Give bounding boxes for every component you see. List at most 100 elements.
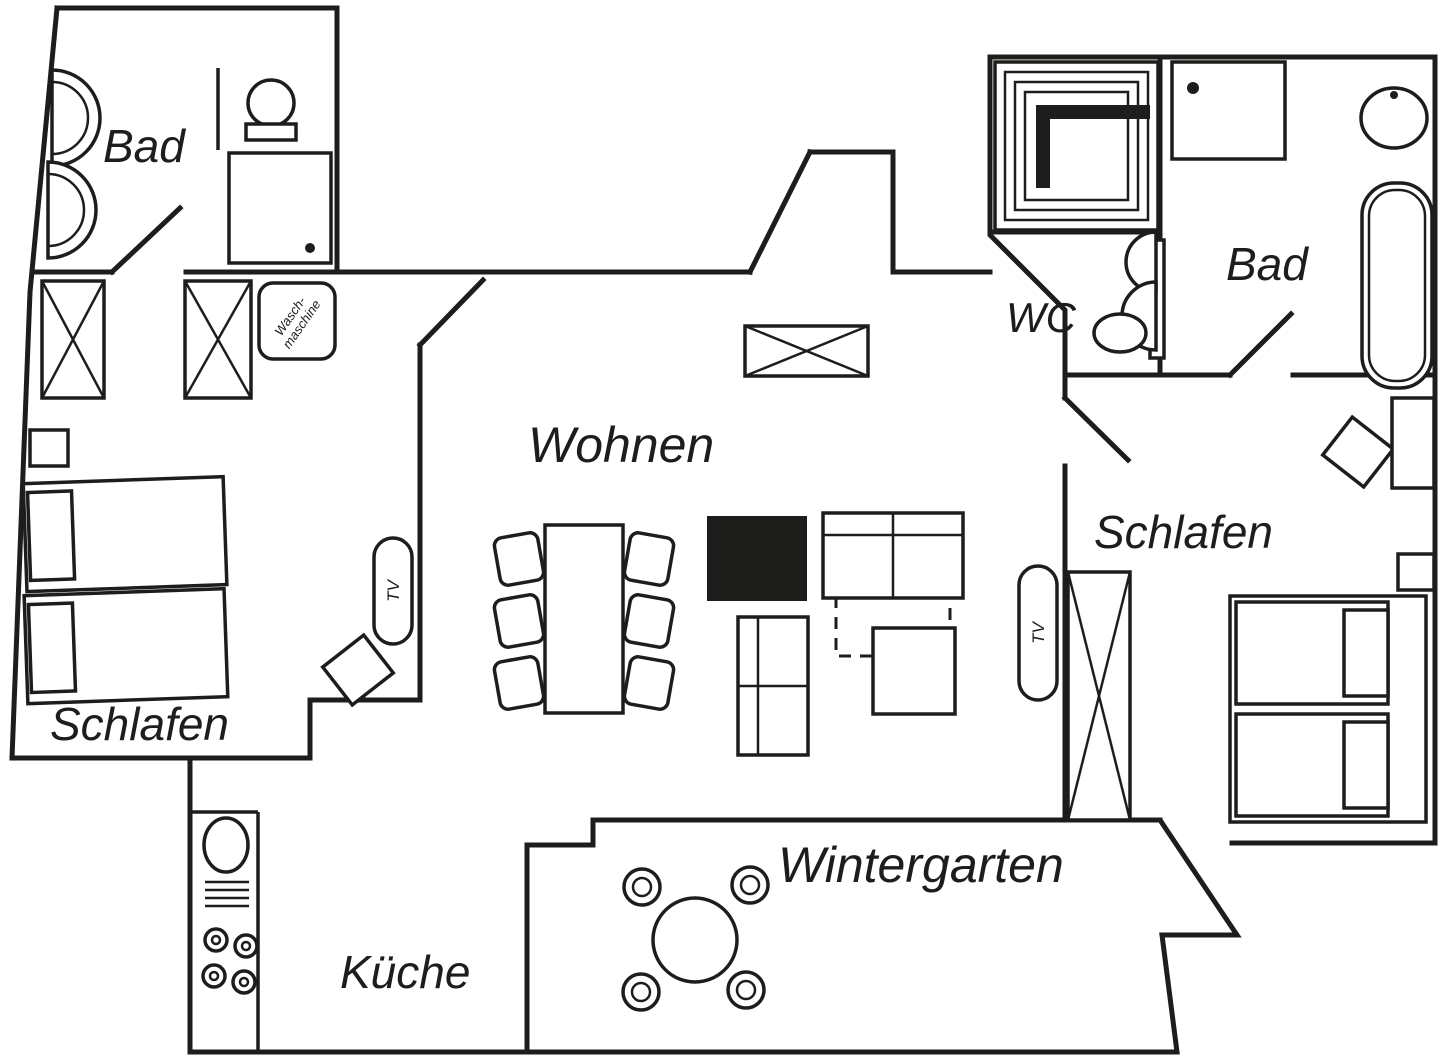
chair-right (1320, 414, 1396, 490)
room-label-wc: WC (1006, 294, 1077, 341)
dining-chair (622, 655, 676, 711)
wardrobes-left (40, 279, 253, 400)
dining-chair (492, 655, 546, 711)
bed-left (21, 474, 230, 706)
tv-right-label: TV (1029, 620, 1048, 643)
washing-machine: Wasch- maschine (257, 281, 337, 361)
round-chair-inner (630, 981, 652, 1003)
burner-inner (208, 970, 220, 982)
sauna-bench (1013, 80, 1140, 212)
bed-pillow (25, 489, 77, 583)
sauna-bench (1023, 90, 1130, 202)
shower-left (227, 151, 333, 265)
tv-right-body (1017, 564, 1059, 702)
round-chair (726, 970, 766, 1010)
bed-pillow (1342, 720, 1390, 810)
round-chair (730, 865, 770, 905)
wintergarten: Wintergarten (621, 837, 1064, 1012)
door-leaf-bedroom-right (1061, 394, 1132, 464)
bed-pillow (26, 601, 78, 695)
room-label-bad-left: Bad (103, 120, 186, 172)
bed-right (1228, 594, 1428, 824)
bedroom-left: TV Schlafen (21, 428, 414, 750)
dining-table (543, 523, 625, 715)
round-table (651, 896, 739, 984)
wc-room: WC (1006, 230, 1166, 360)
sofa-ottoman (871, 626, 957, 716)
wardrobe-x (183, 280, 253, 399)
sink-right-faucet (1390, 91, 1398, 99)
shower-right-tray (1170, 60, 1287, 161)
round-chair-inner (739, 874, 761, 896)
sauna-bench (1003, 70, 1150, 222)
room-label-bad-right: Bad (1226, 238, 1309, 290)
bathtub-left-bowl2 (46, 160, 98, 260)
bathtub-left-bowl-inner (51, 80, 90, 156)
kitchen-sink (202, 816, 250, 874)
door-leaf-bad-left (108, 204, 184, 276)
nightstand-left (28, 428, 70, 468)
sideboard (743, 324, 870, 378)
dining-chair (622, 593, 676, 649)
round-chair (622, 867, 662, 907)
tv-left: TV (372, 536, 414, 646)
bedroom-right: Schlafen (1066, 396, 1436, 824)
round-chair-inner (631, 876, 653, 898)
toilet-bowl (1092, 312, 1148, 354)
dining-set (492, 523, 676, 715)
washing-machine-body (257, 281, 337, 361)
bed-pillow (1342, 608, 1390, 698)
sofa-set (736, 511, 965, 757)
bathtub-right (1360, 181, 1434, 390)
door-leaf-bad-right (1226, 310, 1295, 379)
dining-chair (492, 593, 546, 649)
wall-segment-left-slant (9, 5, 60, 761)
bathtub-left-bowl2-inner (47, 172, 86, 248)
wardrobe-right-x (1066, 571, 1132, 821)
sauna (993, 60, 1160, 232)
nightstand-right (1396, 552, 1436, 592)
room-label-wohnen: Wohnen (528, 417, 714, 473)
kitchen-grill (205, 880, 249, 908)
bathtub-left-bowl (50, 68, 102, 168)
tv-right: TV (1017, 564, 1059, 702)
room-label-kueche: Küche (340, 946, 470, 998)
sauna-heater (1036, 105, 1150, 188)
wardrobe-x (40, 280, 106, 399)
burner-inner (210, 934, 222, 946)
burner-inner (240, 940, 252, 952)
door-leaf-bedroom-left (416, 276, 487, 349)
tv-left-body (372, 536, 414, 646)
sink-right (1359, 86, 1429, 150)
round-table-set (621, 865, 770, 1012)
room-label-schlafen-left: Schlafen (50, 698, 229, 750)
burner-inner (238, 976, 250, 988)
dresser-right (1390, 396, 1436, 490)
fireplace-block (707, 516, 807, 601)
kitchen-stove (201, 927, 259, 995)
wall-segment (54, 5, 340, 275)
wall-segment (9, 342, 423, 761)
chair-left (320, 632, 396, 708)
wardrobe-right (1066, 570, 1132, 822)
shower-right (1170, 60, 1287, 161)
wall-segment-kitchen (187, 755, 530, 1055)
sauna-bench (993, 60, 1160, 232)
round-chair-inner (735, 979, 757, 1001)
room-label-schlafen-right: Schlafen (1094, 506, 1273, 558)
dining-chair (492, 531, 546, 587)
sink-left-base (244, 122, 298, 142)
sink-left-basin (246, 78, 296, 128)
bathtub-right-inner (1367, 188, 1427, 383)
shower-left-drain (305, 243, 315, 253)
sideboard-x (744, 324, 869, 378)
bathroom-left: Bad (46, 68, 333, 265)
wall-segment (807, 149, 993, 275)
dining-chair (622, 531, 676, 587)
shower-right-drain (1187, 82, 1199, 94)
kitchen: Küche (192, 810, 470, 1050)
living-room: Wohnen TV (492, 324, 1059, 757)
walls (9, 5, 1438, 1055)
